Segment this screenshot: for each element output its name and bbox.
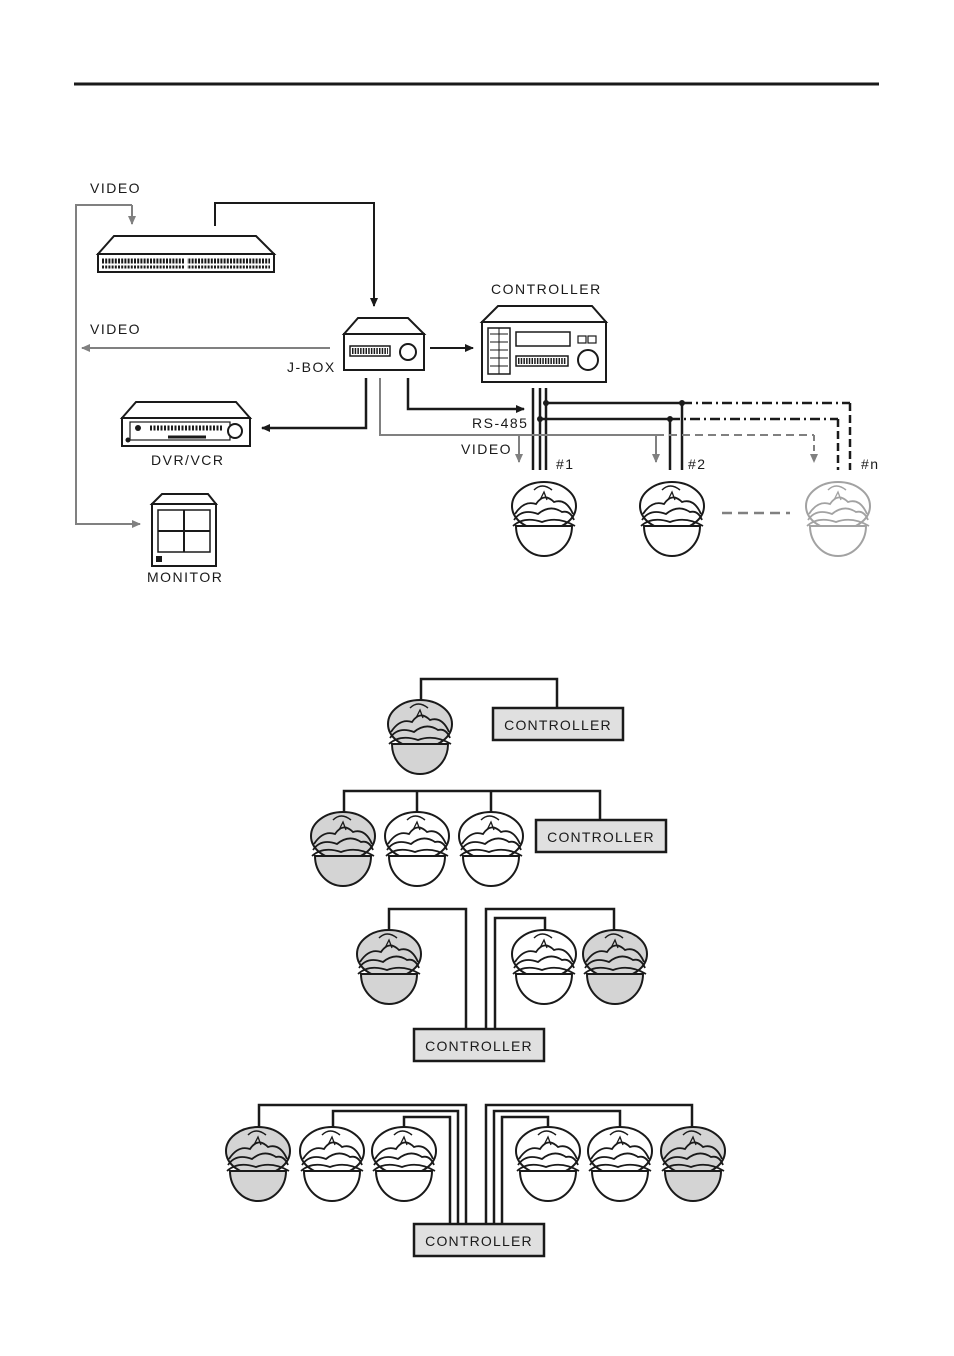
dome-camera-1	[512, 482, 576, 556]
camera-2-label: #2	[688, 456, 707, 472]
monitor-label: MONITOR	[147, 569, 223, 585]
topo2-controller: CONTROLLER	[536, 820, 666, 852]
rs485-label: RS-485	[472, 415, 528, 431]
topo3-camera-1	[357, 930, 421, 1004]
dome-camera-n	[806, 482, 870, 556]
topo4-camera-5	[588, 1127, 652, 1201]
camera-1-label: #1	[556, 456, 575, 472]
topo2-camera-2	[385, 812, 449, 886]
topo1-camera-1	[388, 700, 452, 774]
topo4-camera-6	[661, 1127, 725, 1201]
topo4-camera-4	[516, 1127, 580, 1201]
video-label-bottom: VIDEO	[461, 441, 512, 457]
video-label-mid: VIDEO	[90, 321, 141, 337]
topo2-camera-3	[459, 812, 523, 886]
topo1-controller: CONTROLLER	[493, 708, 623, 740]
controller-device	[482, 306, 606, 382]
topo1-controller-label: CONTROLLER	[504, 717, 612, 733]
topo3-controller-label: CONTROLLER	[425, 1038, 533, 1054]
camera-n-label: #n	[861, 456, 880, 472]
topo4-controller: CONTROLLER	[414, 1224, 544, 1256]
topo4-controller-label: CONTROLLER	[425, 1233, 533, 1249]
multiplexer-device	[98, 236, 274, 272]
topo4-camera-1	[226, 1127, 290, 1201]
topo4-camera-3	[372, 1127, 436, 1201]
topo2-controller-label: CONTROLLER	[547, 829, 655, 845]
dome-camera-2	[640, 482, 704, 556]
topo3-camera-3	[583, 930, 647, 1004]
topo3-camera-2	[512, 930, 576, 1004]
dvr-device	[122, 402, 250, 446]
monitor-device	[152, 494, 216, 566]
video-label-top: VIDEO	[90, 180, 141, 196]
topo4-camera-2	[300, 1127, 364, 1201]
jbox-label: J-BOX	[287, 359, 336, 375]
jbox-device	[344, 318, 424, 370]
topo2-camera-1	[311, 812, 375, 886]
topo3-controller: CONTROLLER	[414, 1029, 544, 1061]
dvr-label: DVR/VCR	[151, 452, 225, 468]
controller-label-top: CONTROLLER	[491, 281, 602, 297]
